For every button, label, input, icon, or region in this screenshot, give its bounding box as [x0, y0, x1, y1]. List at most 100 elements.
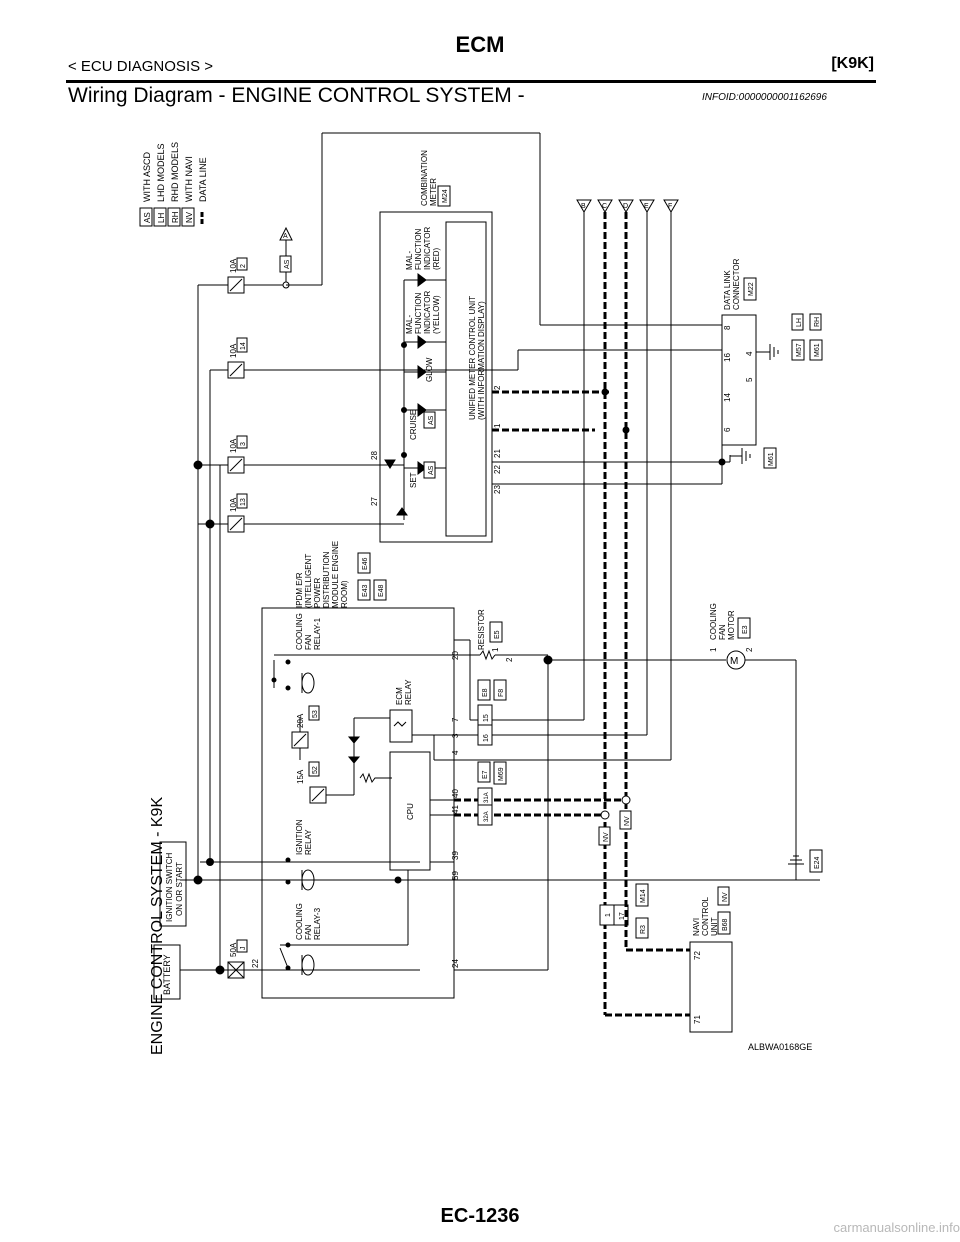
- svg-text:UNIT: UNIT: [710, 917, 719, 936]
- ignition-switch: [159, 841, 187, 927]
- svg-text:59: 59: [451, 871, 460, 880]
- svg-text:32A: 32A: [484, 811, 490, 822]
- joint-e7-m69: 32A 31A E7 M69: [477, 761, 507, 826]
- svg-text:IGNITION SWITCH: IGNITION SWITCH: [165, 852, 174, 922]
- svg-text:M14: M14: [640, 889, 647, 903]
- header-rule: [66, 80, 876, 83]
- unified-meter-control-unit: [445, 221, 487, 537]
- nv-tag: NV: [598, 826, 611, 846]
- svg-text:RH: RH: [171, 211, 180, 223]
- svg-text:E5: E5: [494, 630, 501, 639]
- svg-text:M69: M69: [498, 767, 505, 781]
- ipdm-pin-labels: 24 59 39 41 40 4 3 7 20 22: [251, 651, 460, 968]
- svg-text:B68: B68: [722, 918, 729, 931]
- svg-text:ECM: ECM: [395, 687, 404, 705]
- svg-text:WITH NAVI: WITH NAVI: [184, 156, 194, 202]
- svg-text:CRUISE: CRUISE: [409, 410, 418, 440]
- svg-text:15: 15: [483, 714, 490, 722]
- svg-text:LH: LH: [796, 318, 803, 327]
- cooling-fan-relay-1: COOLING FAN RELAY-1: [271, 613, 322, 694]
- legend: AS WITH ASCD LH LHD MODELS RH RHD MODELS…: [139, 142, 208, 227]
- svg-text:A: A: [283, 233, 288, 240]
- arrow-d: D: [618, 199, 634, 213]
- svg-text:E7: E7: [482, 770, 489, 779]
- ground-m61-meter: M61: [729, 447, 777, 469]
- section-breadcrumb: < ECU DIAGNOSIS >: [68, 58, 214, 75]
- nv-tag: NV: [619, 810, 632, 830]
- svg-text:M24: M24: [442, 189, 449, 203]
- glow-indicator: GLOW: [404, 357, 446, 382]
- svg-text:RELAY: RELAY: [304, 829, 313, 855]
- fuse-50a: 50A J: [227, 939, 248, 979]
- svg-text:MOTOR: MOTOR: [727, 610, 736, 640]
- svg-text:3: 3: [240, 442, 247, 446]
- svg-text:FAN: FAN: [304, 634, 313, 650]
- svg-text:IPDM E/R: IPDM E/R: [295, 572, 304, 608]
- legend-lh: LH LHD MODELS: [153, 143, 167, 227]
- svg-text:RELAY-1: RELAY-1: [313, 617, 322, 650]
- svg-text:17: 17: [619, 912, 626, 920]
- svg-text:METER: METER: [429, 178, 438, 206]
- legend-nv: NV WITH NAVI: [181, 156, 195, 227]
- svg-text:RESISTOR: RESISTOR: [477, 609, 486, 650]
- ignition-relay: IGNITION RELAY: [285, 819, 315, 891]
- battery: [153, 944, 181, 1000]
- svg-text:B: B: [581, 203, 586, 210]
- svg-text:2: 2: [240, 264, 247, 268]
- svg-text:SET: SET: [409, 472, 418, 488]
- svg-text:27: 27: [370, 497, 379, 506]
- figure-id: ALBWA0168GE: [748, 1042, 812, 1052]
- diode: [347, 736, 361, 744]
- svg-text:DATA LINK: DATA LINK: [723, 270, 732, 310]
- svg-text:AS: AS: [428, 465, 435, 475]
- svg-text:1: 1: [709, 647, 718, 652]
- arrow-c: C: [597, 199, 613, 213]
- svg-text:RHD MODELS: RHD MODELS: [170, 142, 180, 202]
- svg-text:7: 7: [451, 717, 460, 722]
- svg-text:LHD MODELS: LHD MODELS: [156, 143, 166, 202]
- svg-text:COOLING: COOLING: [709, 603, 718, 640]
- svg-text:COMBINATION: COMBINATION: [420, 150, 429, 206]
- system-title: ENGINE CONTROL SYSTEM - K9K: [149, 797, 166, 1055]
- svg-text:AS: AS: [143, 212, 152, 223]
- svg-text:M61: M61: [814, 343, 821, 357]
- ecm-relay: ECM RELAY: [389, 679, 413, 743]
- ipdm-connector-e46: E46: [357, 552, 371, 574]
- svg-text:(RED): (RED): [432, 247, 441, 270]
- fuse-10a-14: 10A 14: [210, 337, 518, 379]
- svg-text:1: 1: [491, 647, 500, 652]
- svg-text:F: F: [668, 203, 672, 210]
- svg-text:4: 4: [745, 351, 754, 356]
- svg-text:NAVI: NAVI: [692, 918, 701, 936]
- svg-text:10A: 10A: [229, 438, 238, 453]
- svg-text:14: 14: [240, 342, 247, 350]
- svg-text:DATA LINE: DATA LINE: [198, 157, 208, 202]
- svg-text:40: 40: [451, 789, 460, 798]
- ipdm-resistor: [359, 772, 392, 784]
- fuse-10a-13: 10A 13: [198, 493, 380, 533]
- svg-text:10A: 10A: [229, 497, 238, 512]
- ipdm-connector-e43: E43: [357, 579, 371, 601]
- svg-text:71: 71: [693, 1015, 702, 1024]
- engine-model-label: [K9K]: [831, 55, 874, 72]
- svg-text:16: 16: [723, 353, 732, 362]
- splice-dot: [205, 519, 215, 529]
- svg-text:GLOW: GLOW: [425, 357, 434, 382]
- svg-text:NV: NV: [603, 832, 610, 842]
- svg-text:24: 24: [451, 959, 460, 968]
- svg-text:ROOM): ROOM): [340, 580, 349, 608]
- svg-text:POWER: POWER: [313, 578, 322, 608]
- svg-text:13: 13: [240, 498, 247, 506]
- watermark: carmanualsonline.info: [833, 1220, 960, 1235]
- svg-text:22: 22: [251, 959, 260, 968]
- joint-m14-r3: 1 17 M14 R3: [599, 883, 649, 939]
- svg-text:39: 39: [451, 851, 460, 860]
- info-id: INFOID:0000000001162696: [702, 92, 827, 103]
- svg-text:MODULE ENGINE: MODULE ENGINE: [331, 541, 340, 608]
- svg-text:41: 41: [451, 805, 460, 814]
- arrow-b: B: [576, 199, 592, 213]
- ground-m57-m61: M57 M61 LH RH: [756, 313, 823, 361]
- svg-text:NV: NV: [185, 211, 194, 223]
- svg-text:2: 2: [505, 657, 514, 662]
- svg-text:AS: AS: [284, 259, 291, 269]
